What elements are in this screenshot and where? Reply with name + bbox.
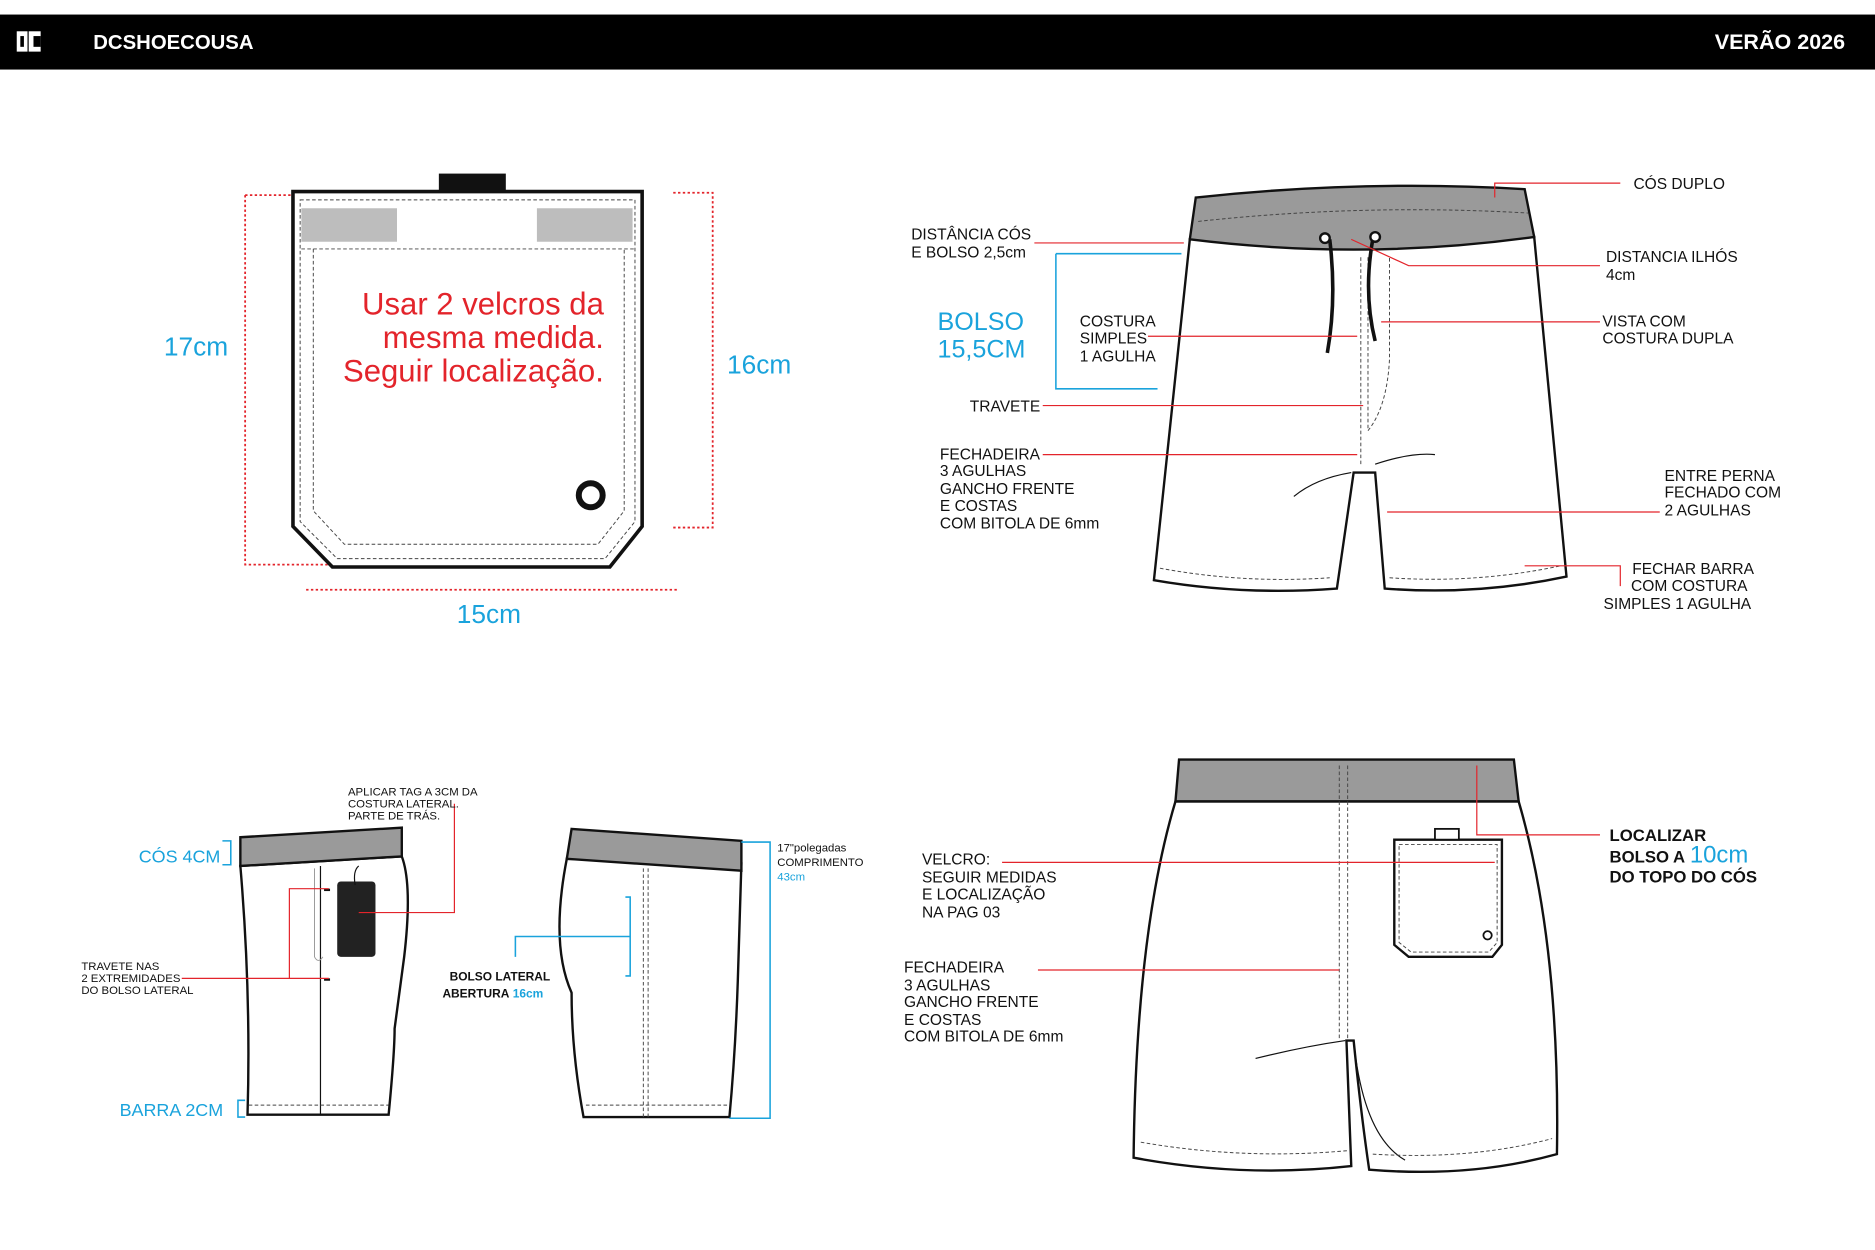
label-bolso-lateral: BOLSO LATERAL bbox=[450, 970, 551, 984]
label-localizar-1: LOCALIZAR bbox=[1610, 826, 1707, 845]
label-barra-3: SIMPLES 1 AGULHA bbox=[1604, 596, 1752, 613]
season-label: VERÃO 2026 bbox=[1715, 29, 1845, 54]
label-abertura: ABERTURA 16cm bbox=[442, 986, 543, 1000]
pocket-width: 15cm bbox=[457, 599, 521, 629]
pocket-drawing: Usar 2 velcros da mesma medida. Seguir l… bbox=[164, 173, 791, 629]
label-barra-2cm: BARRA 2CM bbox=[120, 1100, 224, 1120]
label-barra-2: COM COSTURA bbox=[1631, 578, 1748, 595]
label-cos-duplo: CÓS DUPLO bbox=[1633, 176, 1724, 193]
pocket-height-right: 16cm bbox=[727, 349, 791, 379]
label-ilhos-2: 4cm bbox=[1606, 267, 1635, 284]
dc-logo-icon bbox=[16, 31, 41, 52]
label-distancia-cos-2: E BOLSO 2,5cm bbox=[911, 244, 1026, 261]
label-back-fechadeira-4: E COSTAS bbox=[904, 1012, 981, 1029]
pocket-note-3: Seguir localização. bbox=[343, 354, 604, 389]
label-back-fechadeira-2: 3 AGULHAS bbox=[904, 977, 990, 994]
pocket-tab bbox=[438, 173, 506, 192]
side-view-length-drawing: 17"polegadas COMPRIMENTO 43cm BOLSO LATE… bbox=[442, 827, 864, 1120]
label-entre-perna-3: 2 AGULHAS bbox=[1665, 503, 1751, 520]
label-velcro-2: SEGUIR MEDIDAS bbox=[922, 870, 1057, 887]
label-entre-perna-1: ENTRE PERNA bbox=[1665, 468, 1776, 485]
label-length-2: COMPRIMENTO bbox=[777, 857, 863, 869]
label-back-fechadeira-1: FECHADEIRA bbox=[904, 959, 1005, 976]
label-velcro-4: NA PAG 03 bbox=[922, 904, 1000, 921]
label-fechadeira-3: GANCHO FRENTE bbox=[940, 481, 1075, 498]
hang-tag bbox=[337, 881, 376, 957]
label-vista-2: COSTURA DUPLA bbox=[1602, 330, 1734, 347]
label-velcro-3: E LOCALIZAÇÃO bbox=[922, 886, 1045, 903]
pocket-note-1: Usar 2 velcros da bbox=[362, 287, 605, 322]
label-tag-3: PARTE DE TRÁS. bbox=[348, 809, 440, 822]
back-pocket bbox=[1393, 838, 1504, 959]
label-cos-4cm: CÓS 4CM bbox=[139, 845, 221, 866]
label-bolso-size: 15,5CM bbox=[938, 336, 1026, 364]
label-ilhos-1: DISTANCIA ILHÓS bbox=[1606, 249, 1738, 266]
label-fechadeira-2: 3 AGULHAS bbox=[940, 463, 1026, 480]
label-costura-2: SIMPLES bbox=[1080, 330, 1147, 347]
label-back-fechadeira-3: GANCHO FRENTE bbox=[904, 994, 1039, 1011]
label-travete-3: DO BOLSO LATERAL bbox=[81, 985, 193, 997]
label-fechadeira-4: E COSTAS bbox=[940, 498, 1017, 515]
label-localizar-2: BOLSO A 10cm bbox=[1610, 841, 1749, 868]
label-costura-3: 1 AGULHA bbox=[1080, 348, 1157, 365]
velcro-left bbox=[301, 208, 398, 242]
label-fechadeira-1: FECHADEIRA bbox=[940, 446, 1041, 463]
label-vista-1: VISTA COM bbox=[1602, 314, 1685, 331]
back-shorts-drawing: VELCRO: SEGUIR MEDIDAS E LOCALIZAÇÃO NA … bbox=[904, 758, 1758, 1174]
label-barra-1: FECHAR BARRA bbox=[1632, 561, 1754, 578]
label-back-fechadeira-5: COM BITOLA DE 6mm bbox=[904, 1029, 1063, 1046]
brand-name: DCSHOECOUSA bbox=[93, 32, 254, 54]
label-travete: TRAVETE bbox=[970, 399, 1040, 416]
eyelet-icon bbox=[575, 480, 606, 511]
label-costura-1: COSTURA bbox=[1080, 314, 1157, 331]
label-travete-1: TRAVETE NAS bbox=[81, 961, 159, 973]
side-view-tag-drawing: APLICAR TAG A 3CM DA COSTURA LATERAL. PA… bbox=[81, 786, 478, 1119]
label-fechadeira-5: COM BITOLA DE 6mm bbox=[940, 516, 1099, 533]
label-tag-2: COSTURA LATERAL. bbox=[348, 798, 459, 810]
label-tag-1: APLICAR TAG A 3CM DA bbox=[348, 786, 478, 798]
label-length-cm: 43cm bbox=[777, 871, 805, 883]
header-bar: DCSHOECOUSA VERÃO 2026 bbox=[0, 14, 1875, 70]
pocket-note-2: mesma medida. bbox=[383, 320, 604, 355]
label-distancia-cos-1: DISTÂNCIA CÓS bbox=[911, 226, 1031, 243]
pocket-height-left: 17cm bbox=[164, 331, 228, 361]
label-velcro-1: VELCRO: bbox=[922, 852, 990, 869]
label-bolso: BOLSO bbox=[938, 308, 1025, 336]
label-entre-perna-2: FECHADO COM bbox=[1665, 485, 1781, 502]
label-localizar-3: DO TOPO DO CÓS bbox=[1610, 868, 1758, 887]
front-shorts-drawing: CÓS DUPLO DISTÂNCIA CÓS E BOLSO 2,5cm BO… bbox=[911, 176, 1781, 613]
velcro-right bbox=[536, 208, 633, 242]
label-travete-2: 2 EXTREMIDADES bbox=[81, 973, 181, 985]
label-length-1: 17"polegadas bbox=[777, 843, 846, 855]
